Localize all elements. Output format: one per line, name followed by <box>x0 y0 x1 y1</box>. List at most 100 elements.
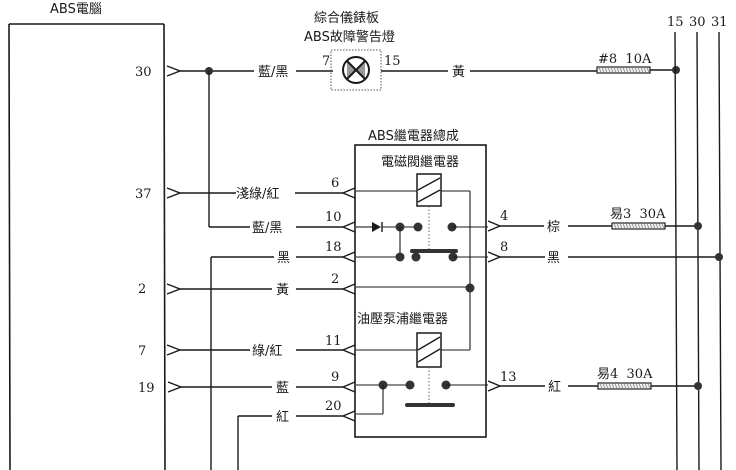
fuse-hatch <box>623 383 627 389</box>
fuse-hatch <box>616 223 620 229</box>
pump-relay-title: 油壓泵浦繼電器 <box>357 312 448 327</box>
fuse-hatch <box>605 383 609 389</box>
fuse-hatch <box>625 223 629 229</box>
warning-lamp-icon <box>342 56 370 84</box>
relay-pin-10: 10 <box>325 210 342 225</box>
ecu-pin-37: 37 <box>135 187 152 202</box>
bus-label-31: 31 <box>711 15 728 30</box>
fuse-hatch <box>628 223 632 229</box>
fuse-hatch <box>619 67 623 73</box>
lamp-pin-15: 15 <box>384 54 401 69</box>
wire-label-2: 黃 <box>276 283 289 298</box>
fuse-hatch <box>644 383 648 389</box>
relay-pin-6: 6 <box>331 176 339 191</box>
relay-pin-13: 13 <box>500 370 517 385</box>
wire-label-lamp-out: 黃 <box>452 65 465 80</box>
fuse-hatch <box>637 67 641 73</box>
ecu-pin-30: 30 <box>135 65 152 80</box>
fuse-hatch <box>637 223 641 229</box>
wire-label-4: 棕 <box>547 220 560 235</box>
relay-pin-11: 11 <box>325 334 342 349</box>
fuse-hatch <box>658 223 662 229</box>
fuse-hatch <box>599 383 603 389</box>
fuse-hatch <box>622 67 626 73</box>
fuse-hatch <box>604 67 608 73</box>
wire-label-13: 紅 <box>548 380 561 395</box>
wire-label-19: 藍 <box>276 381 289 396</box>
fuse-hatch <box>638 383 642 389</box>
bus-15 <box>674 31 678 470</box>
fuse-hatch <box>598 67 602 73</box>
relay-assembly-box <box>354 144 487 438</box>
solenoid-relay-contact <box>410 249 458 253</box>
wire-label-37: 淺綠/紅 <box>236 187 279 202</box>
fuse-hatch <box>628 67 632 73</box>
fuse-hatch <box>641 383 645 389</box>
relay-pin-9: 9 <box>331 370 339 385</box>
relay-pin-2: 2 <box>331 272 339 287</box>
fuse-hatch <box>631 67 635 73</box>
diode-icon <box>372 222 383 232</box>
bus-30 <box>696 31 700 470</box>
bus-label-15: 15 <box>667 15 684 30</box>
wire-label-8: 黑 <box>547 251 560 266</box>
fuse-hatch <box>652 223 656 229</box>
fuse-hatch <box>649 223 653 229</box>
fuse-hatch <box>616 67 620 73</box>
relay-pin-18: 18 <box>325 240 342 255</box>
bus-15-junction <box>672 66 680 74</box>
wire-label-ecu30: 藍/黑 <box>258 65 288 80</box>
wire-label-20: 紅 <box>276 410 289 425</box>
fuse-hatch <box>607 67 611 73</box>
fuse-label-easy4: 易4 30A <box>597 367 653 382</box>
fuse-hatch <box>619 223 623 229</box>
wire-label-10: 藍/黑 <box>252 221 282 236</box>
fuse-hatch <box>646 67 650 73</box>
fuse-hatch <box>608 383 612 389</box>
bus-31 <box>718 31 722 470</box>
fuse-hatch <box>647 383 651 389</box>
fuse-hatch <box>661 223 665 229</box>
fuse-hatch <box>611 383 615 389</box>
fuse-icon <box>596 66 651 74</box>
ecu-pin-7: 7 <box>138 344 146 359</box>
bus-30-junction <box>694 382 702 390</box>
bus-30-junction <box>694 222 702 230</box>
fuse-hatch <box>601 67 605 73</box>
fuse-hatch <box>622 223 626 229</box>
pump-relay-coil <box>416 332 442 368</box>
fuse-hatch <box>643 223 647 229</box>
fuse-hatch <box>635 383 639 389</box>
lamp-pin-7: 7 <box>322 54 330 69</box>
lamp-title-1: 綜合儀錶板 <box>314 11 379 26</box>
solenoid-relay-coil <box>416 173 442 207</box>
ecu-connectors <box>166 65 183 393</box>
wire-label-18: 黑 <box>277 251 290 266</box>
lamp-housing <box>330 49 382 91</box>
relay-pin-8: 8 <box>500 240 508 255</box>
fuse-hatch <box>640 223 644 229</box>
fuse-hatch <box>646 223 650 229</box>
fuse-hatch <box>634 67 638 73</box>
fuse-hatch <box>602 383 606 389</box>
fuse-hatch <box>631 223 635 229</box>
fuse-hatch <box>632 383 636 389</box>
bus-31-junction <box>715 253 723 261</box>
fuse-hatch <box>613 67 617 73</box>
fuse-hatch <box>640 67 644 73</box>
pump-relay-contact <box>405 403 455 407</box>
relay-assembly-title: ABS繼電器總成 <box>368 128 459 144</box>
fuse-hatch <box>625 67 629 73</box>
ecu-pin-2: 2 <box>138 282 146 297</box>
wire-label-7: 綠/紅 <box>252 344 282 359</box>
fuse-label-easy3: 易3 30A <box>610 207 666 222</box>
solenoid-relay-title: 電磁閥繼電器 <box>381 155 459 170</box>
fuse-hatch <box>613 223 617 229</box>
ecu-pin-19: 19 <box>138 381 155 396</box>
fuse-hatch <box>614 383 618 389</box>
relay-left-connectors <box>341 187 356 422</box>
fuse-hatch <box>629 383 633 389</box>
relay-pin-20: 20 <box>325 399 342 414</box>
fuse-hatch <box>620 383 624 389</box>
